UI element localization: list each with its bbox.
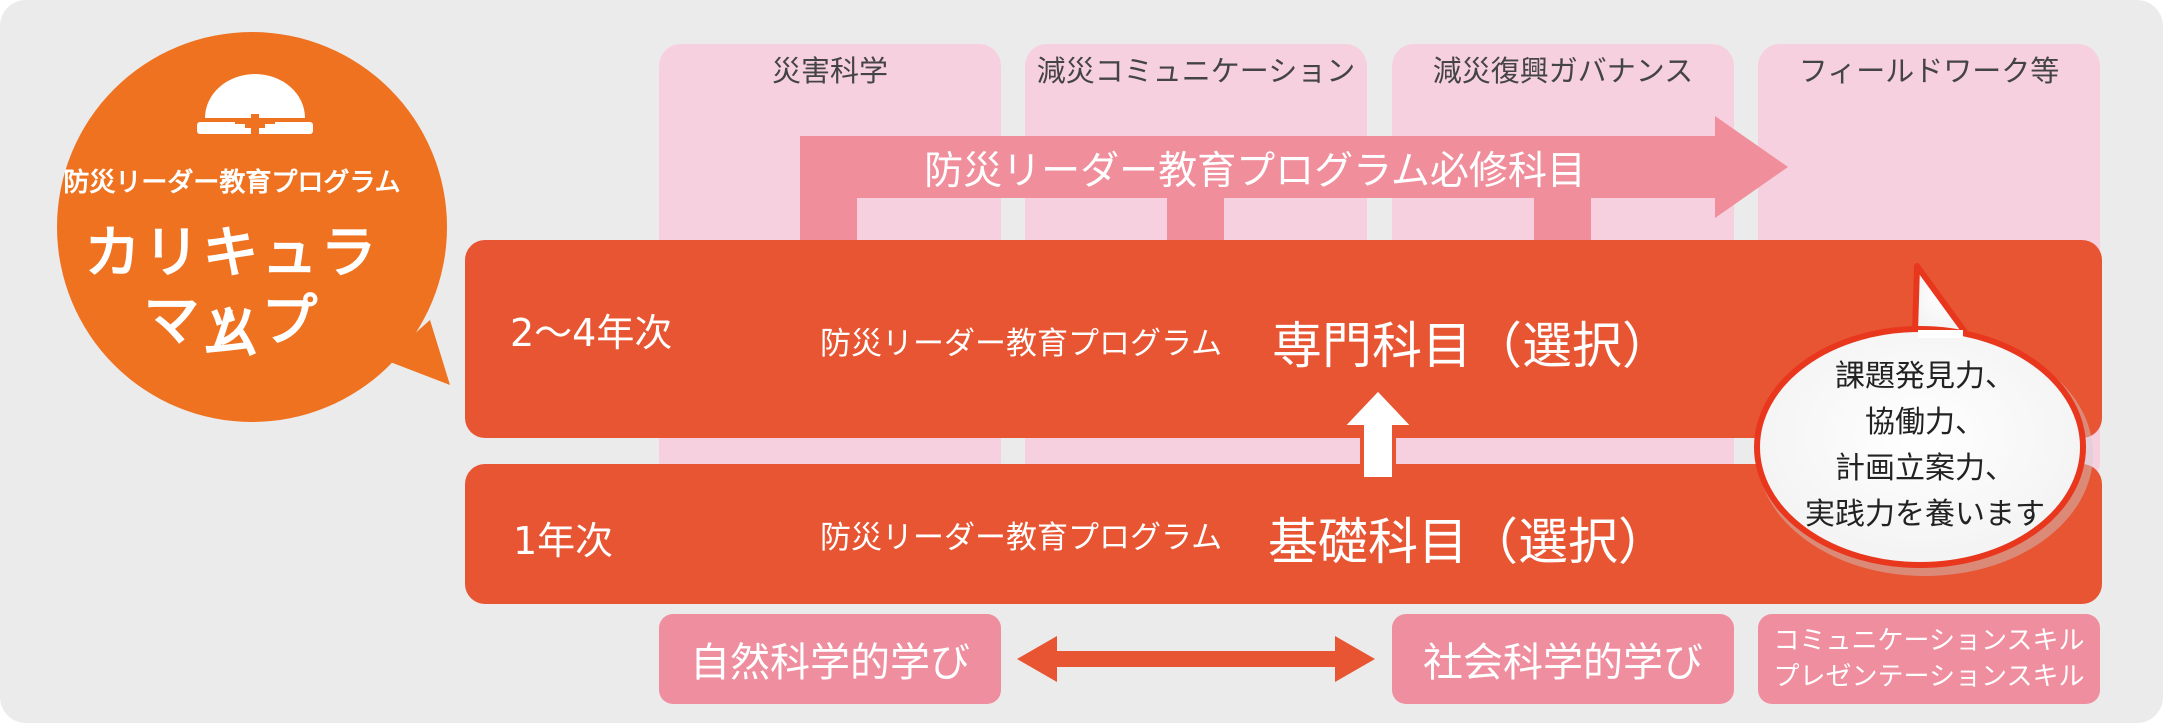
- lower-band-year: 1年次: [513, 519, 614, 563]
- helmet-icon: [197, 74, 313, 134]
- column-label-disaster-science: 災害科学: [771, 54, 888, 88]
- speech-line-2: 協働力、: [1865, 405, 1985, 440]
- skills-box: コミュニケーションスキル プレゼンテーションスキル: [1758, 614, 2100, 704]
- up-arrow-icon: [1338, 386, 1418, 481]
- logo-bubble: [57, 32, 450, 422]
- double-arrow-icon: [1017, 636, 1375, 682]
- social-science-label: 社会科学的学び: [1423, 640, 1703, 686]
- required-subjects-label: 防災リーダー教育プログラム必修科目: [924, 149, 1586, 194]
- column-label-fieldwork: フィールドワーク等: [1798, 54, 2060, 88]
- natural-science-box: 自然科学的学び: [659, 614, 1001, 704]
- logo-title-line1: カリキュラム: [84, 221, 380, 367]
- lower-band-title: 基礎科目（選択）: [1268, 513, 1668, 571]
- skills-line-2: プレゼンテーションスキル: [1773, 662, 2085, 692]
- logo-program-text: 防災リーダー教育プログラム: [63, 168, 401, 198]
- speech-line-3: 計画立案力、: [1835, 451, 2015, 486]
- required-subjects-arrow: [800, 116, 1788, 245]
- natural-science-label: 自然科学的学び: [690, 640, 970, 686]
- upper-band-title: 専門科目（選択）: [1272, 317, 1672, 375]
- lower-band-program: 防災リーダー教育プログラム: [820, 520, 1223, 556]
- column-label-communication: 減災コミュニケーション: [1036, 54, 1356, 88]
- speech-line-4: 実践力を養います: [1805, 497, 2045, 532]
- speech-text: 課題発見力、 協働力、 計画立案力、 実践力を養います: [1760, 354, 2090, 538]
- upper-band-program: 防災リーダー教育プログラム: [820, 326, 1223, 362]
- social-science-box: 社会科学的学び: [1392, 614, 1734, 704]
- speech-line-1: 課題発見力、: [1835, 359, 2015, 394]
- skills-speech-bubble: [1754, 263, 2093, 576]
- upper-band-year: 2〜4年次: [510, 311, 673, 355]
- column-label-governance: 減災復興ガバナンス: [1432, 54, 1694, 88]
- logo-title-line2: マップ: [143, 289, 321, 354]
- skills-line-1: コミュニケーションスキル: [1773, 626, 2085, 656]
